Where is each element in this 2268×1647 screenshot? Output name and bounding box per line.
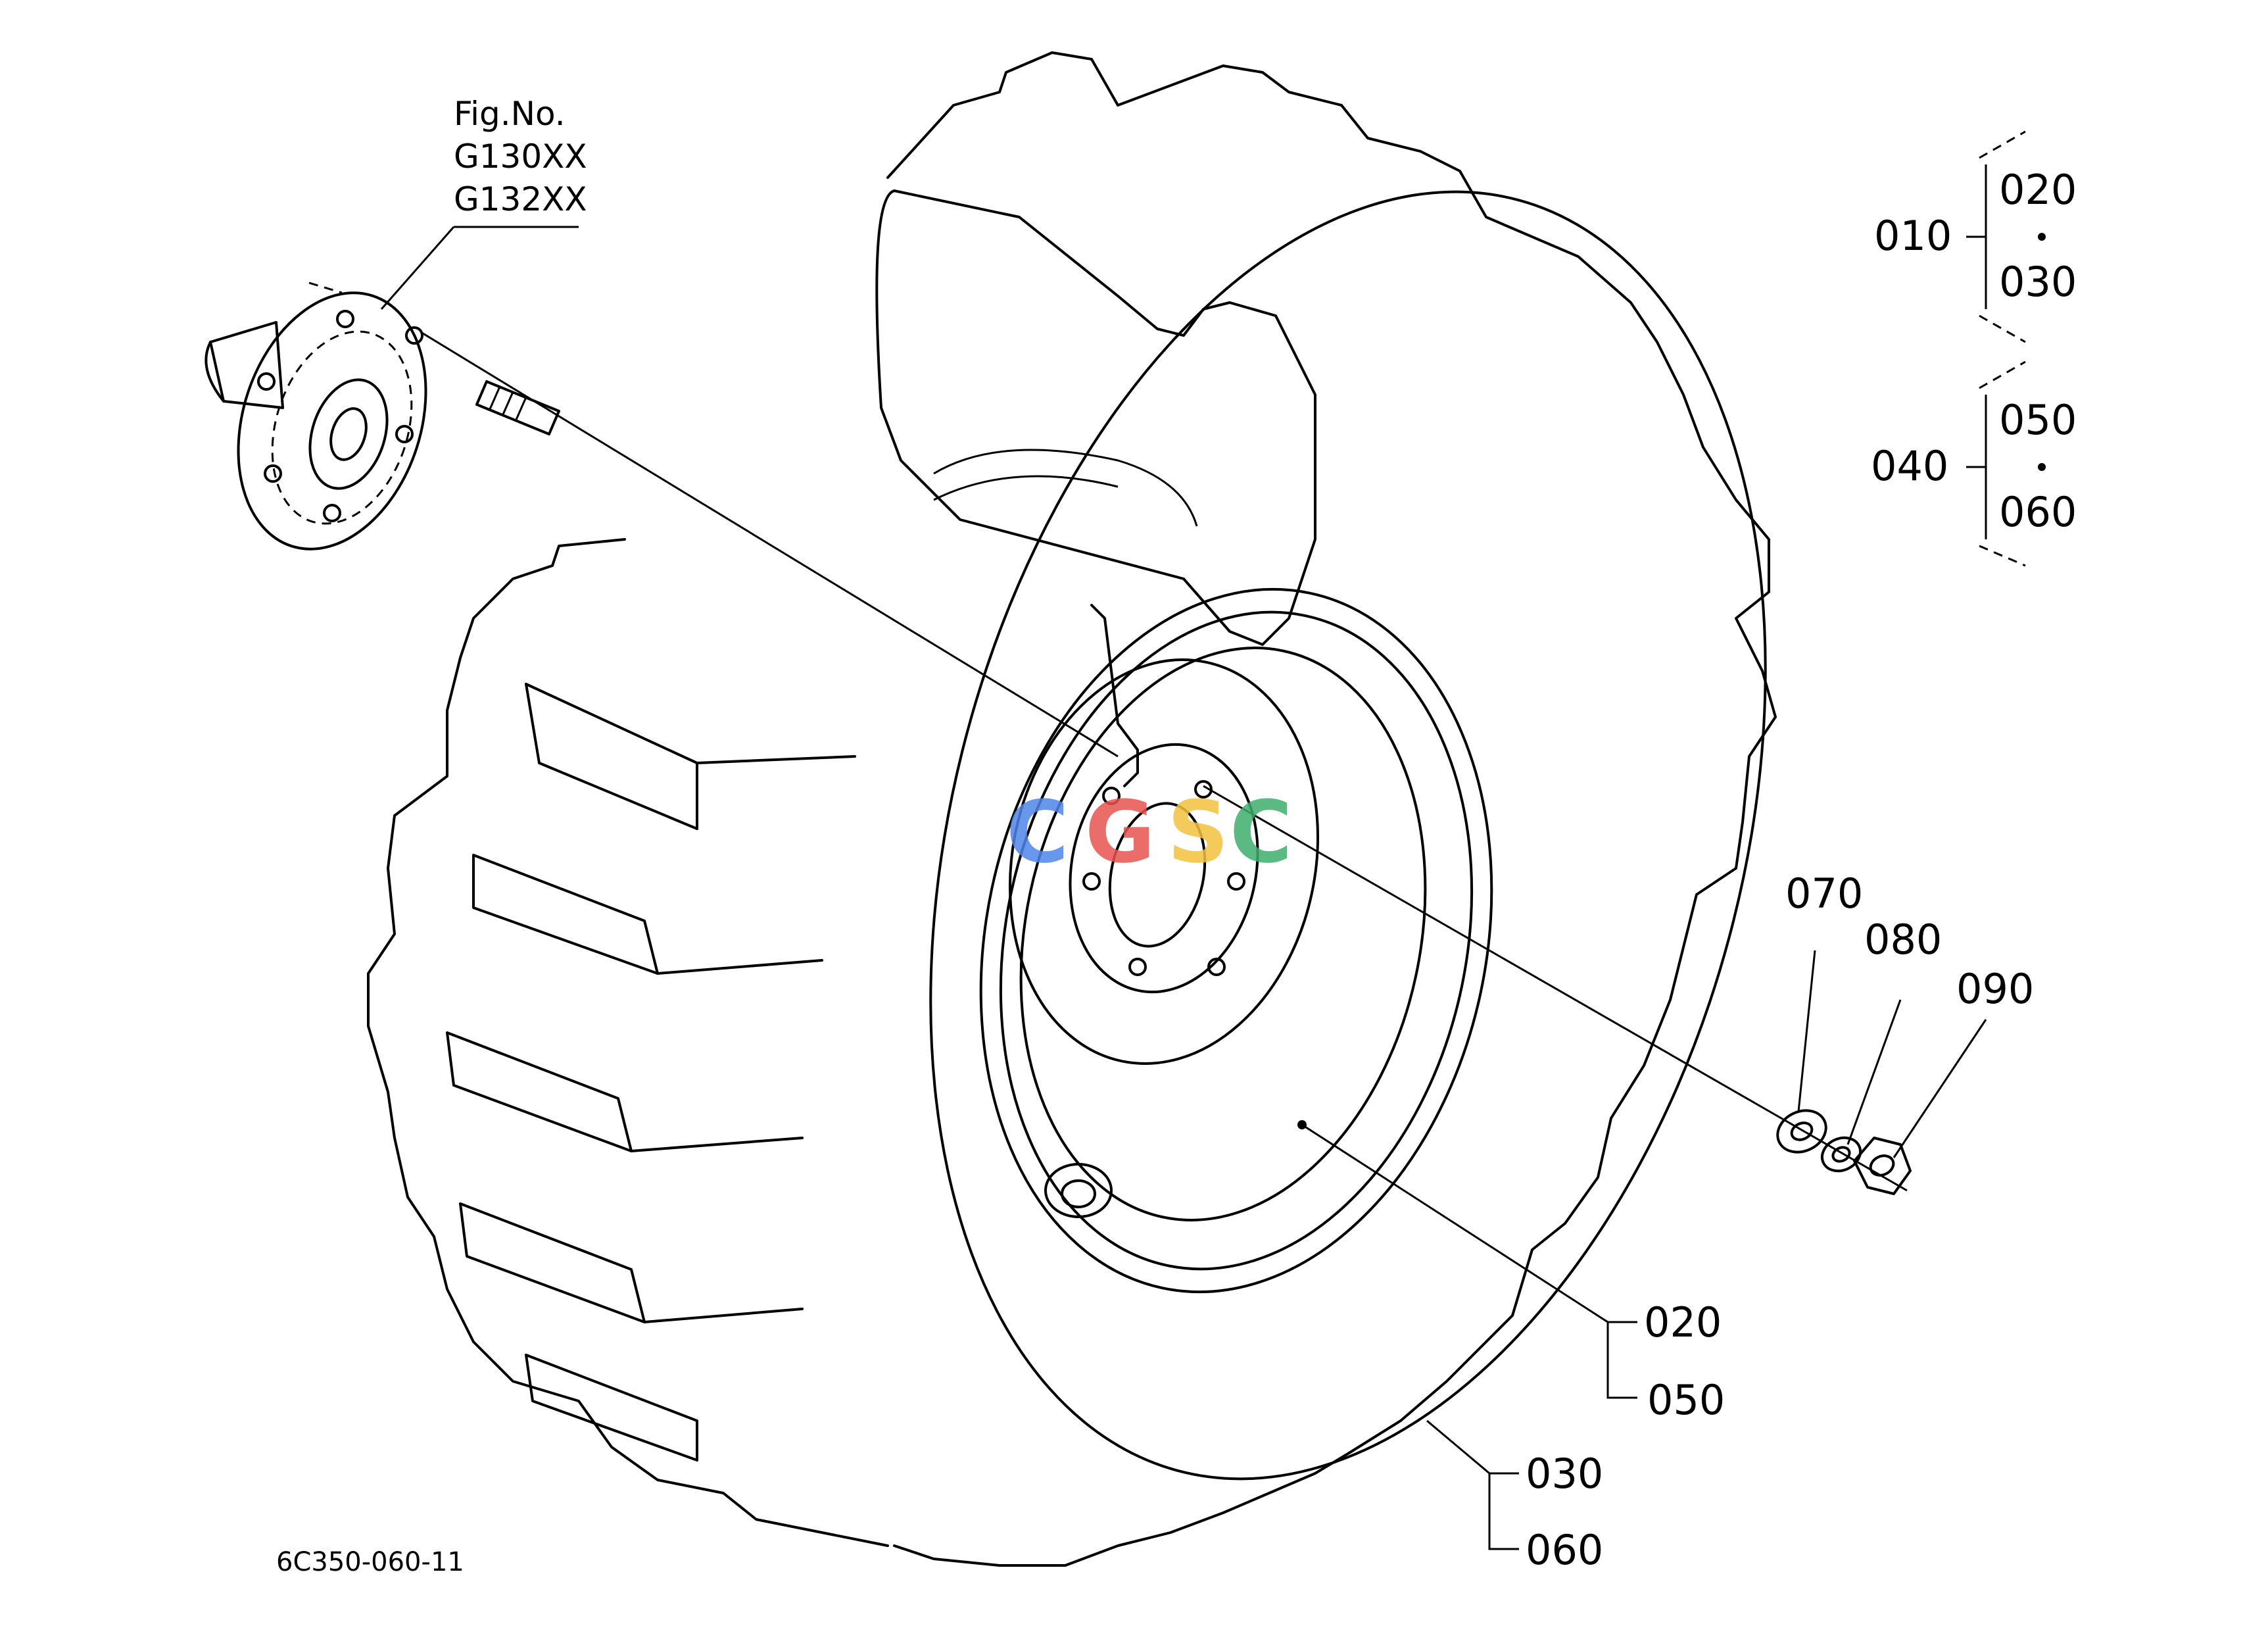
tire: [367, 51, 1777, 1567]
callout-030: 030: [1526, 1450, 1603, 1498]
callout-080: 080: [1864, 916, 1942, 964]
nut-090: [1853, 1137, 1912, 1195]
callout-060-top: 060: [1999, 488, 2077, 536]
bracket-010: [1966, 130, 2046, 343]
callout-060: 060: [1526, 1526, 1603, 1574]
callout-090: 090: [1956, 965, 2034, 1013]
callout-030-top: 030: [1999, 258, 2077, 306]
callout-020-top: 020: [1999, 166, 2077, 214]
fig-no-label: Fig.No.: [454, 95, 566, 133]
drawing-code: 6C350-060-11: [276, 1547, 464, 1577]
fig-code-1: G130XX: [454, 137, 587, 176]
bracket-040: [1966, 360, 2046, 567]
wheel-rim: [979, 587, 1493, 1294]
callout-050-top: 050: [1999, 396, 2077, 444]
callout-050: 050: [1647, 1376, 1725, 1424]
axle-hub: [205, 282, 427, 551]
callout-010: 010: [1874, 212, 1952, 260]
washer-070: [1776, 1109, 1827, 1154]
watermark-letter: S: [1167, 782, 1229, 882]
lock-washer-080: [1820, 1136, 1862, 1173]
watermark-letter: C: [1006, 782, 1069, 882]
callout-020: 020: [1644, 1298, 1722, 1346]
watermark-letter: G: [1085, 782, 1155, 882]
callout-040: 040: [1871, 442, 1948, 490]
callout-070: 070: [1785, 870, 1863, 918]
fig-code-2: G132XX: [454, 180, 587, 218]
assembly-axis: [420, 331, 1119, 758]
watermark-letter: C: [1230, 782, 1292, 882]
